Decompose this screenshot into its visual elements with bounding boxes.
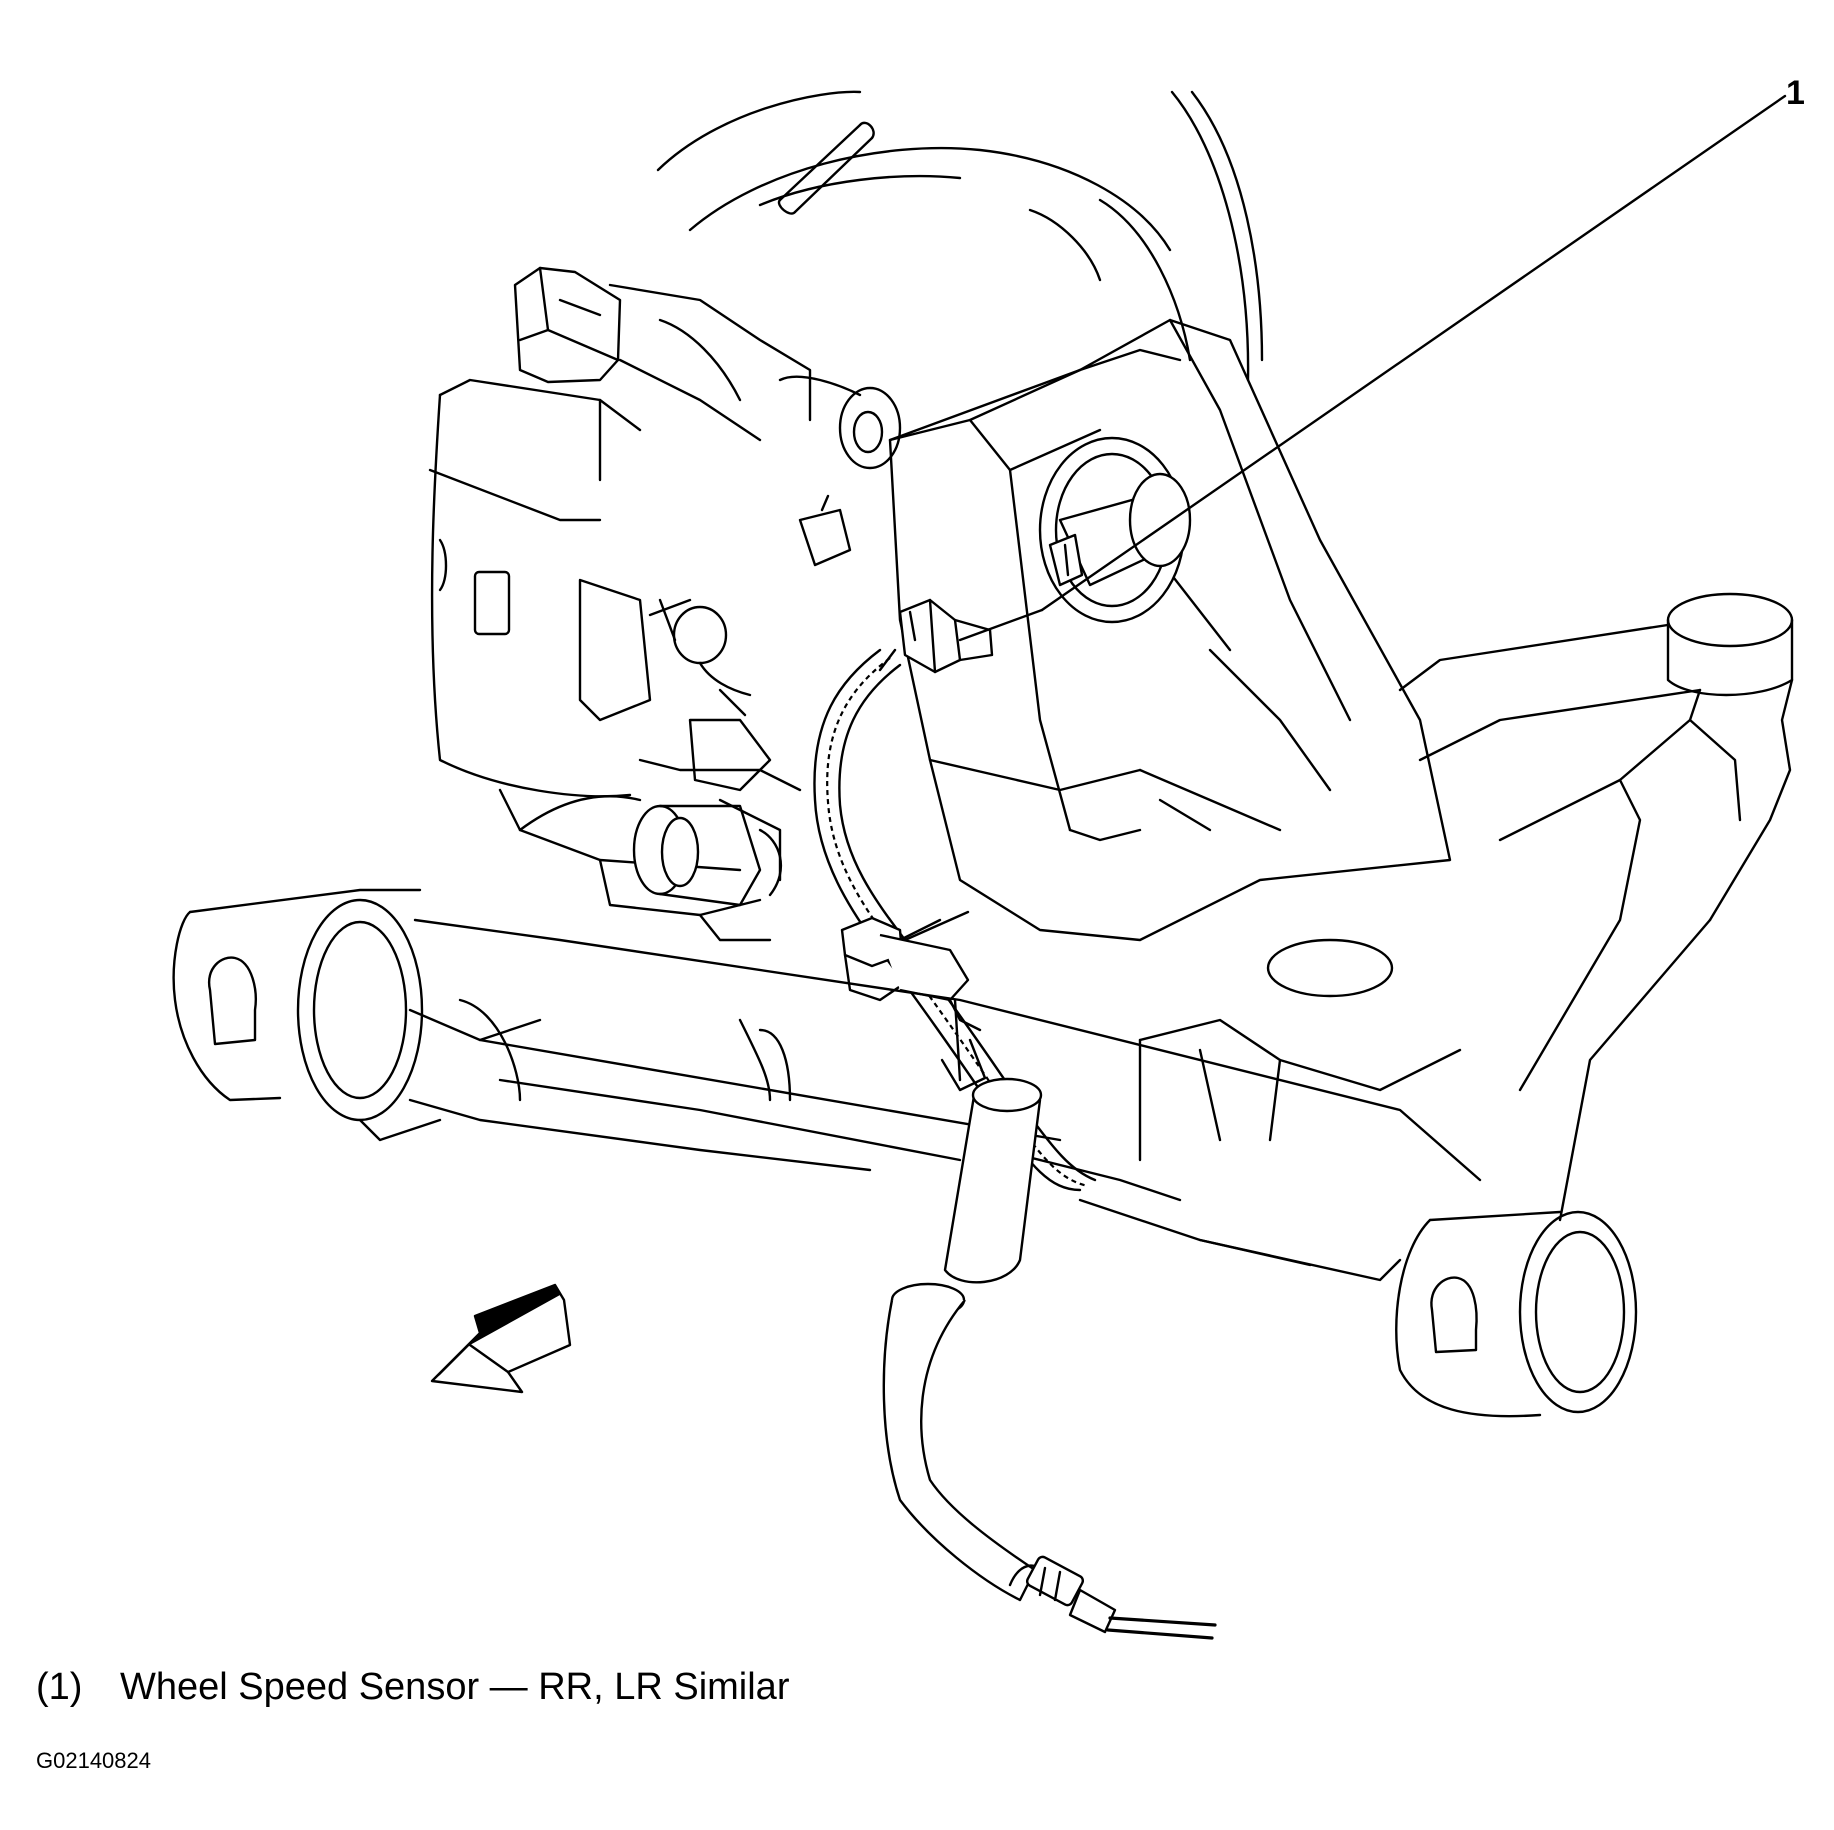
sensor-connector <box>880 600 992 672</box>
lower-control-arm <box>174 890 1480 1280</box>
rear-bushing <box>1396 1212 1636 1416</box>
harness-clip-bolt <box>842 918 985 1090</box>
brake-rotor <box>658 92 1262 380</box>
callout-leader-line <box>1042 96 1785 610</box>
callout-number: 1 <box>1786 74 1805 112</box>
brake-caliper <box>430 268 810 940</box>
caption-number: (1) <box>36 1666 83 1708</box>
caption-text: Wheel Speed Sensor — RR, LR Similar <box>120 1666 790 1708</box>
hub-sensor-boss <box>1040 438 1190 622</box>
caliper-fittings <box>634 377 900 905</box>
front-direction-arrow-icon <box>432 1285 570 1392</box>
sensor-lower-harness <box>884 1079 1215 1638</box>
sensor-harness <box>814 650 1095 1190</box>
upper-link <box>1400 594 1792 1220</box>
figure-caption: (1) Wheel Speed Sensor — RR, LR Similar <box>36 1668 789 1706</box>
figure-id: G02140824 <box>36 1748 151 1773</box>
